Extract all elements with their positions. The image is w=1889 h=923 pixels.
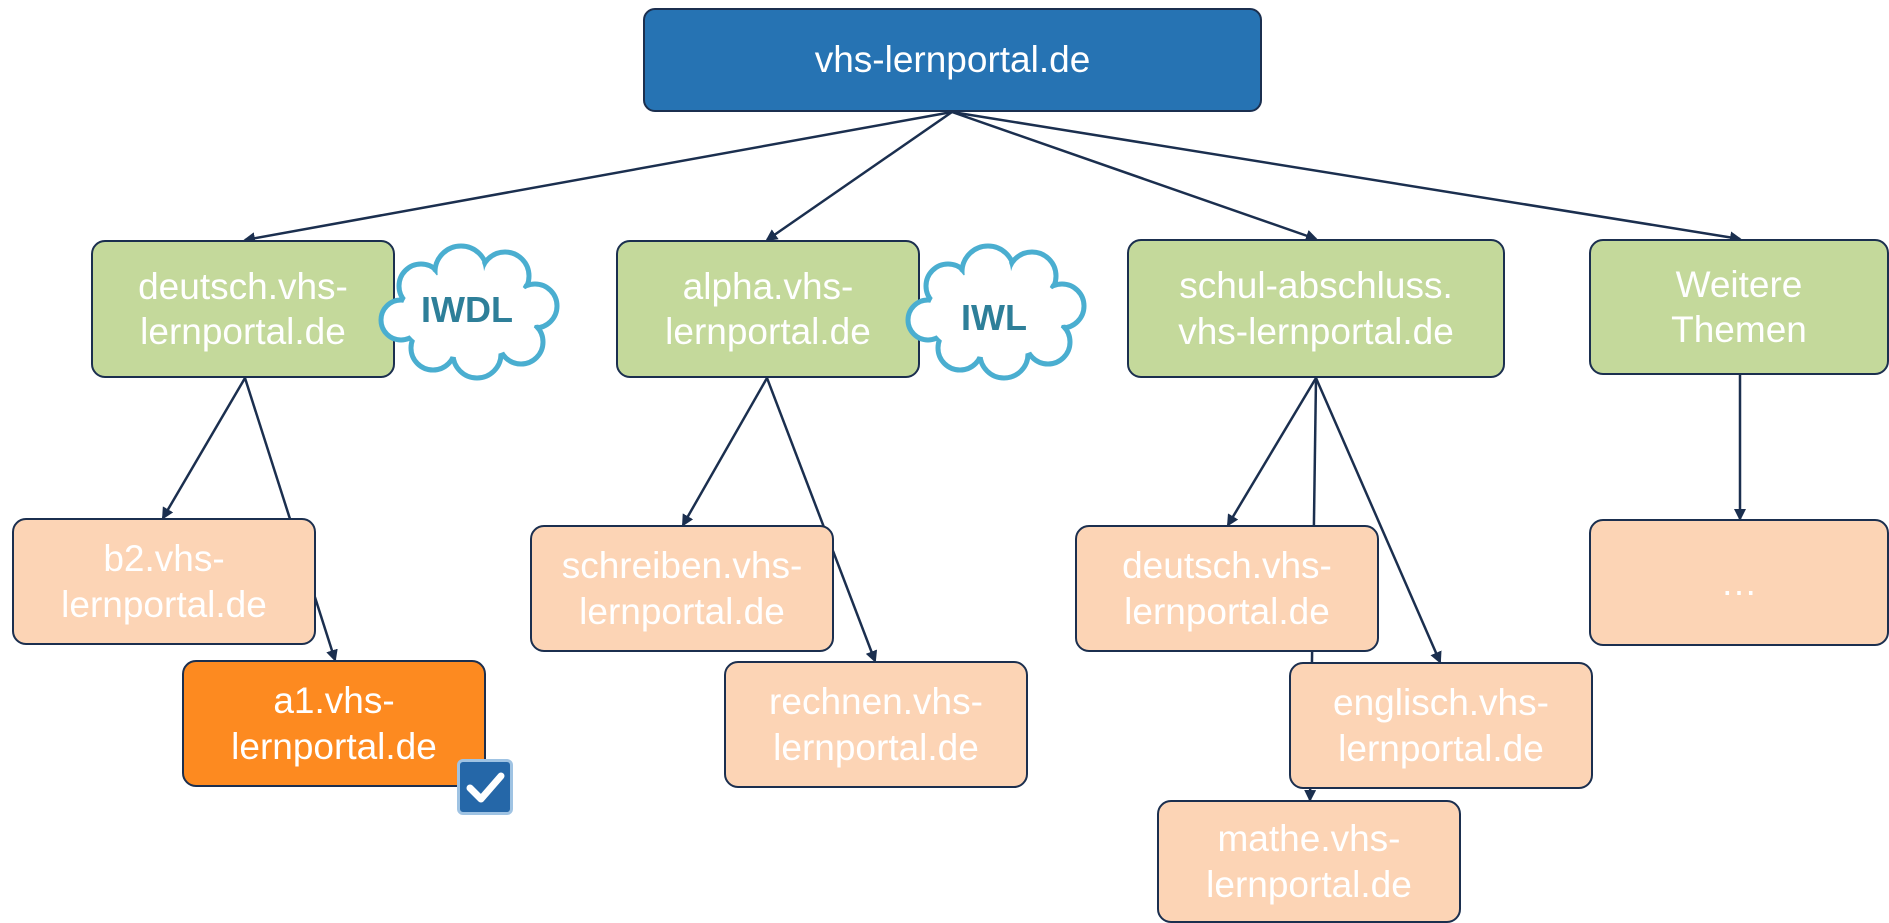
- node-schulabschluss[interactable]: schul-abschluss. vhs-lernportal.de: [1127, 239, 1505, 378]
- edge-root-schulabschluss: [951, 110, 1318, 242]
- node-schul-deutsch[interactable]: deutsch.vhs- lernportal.de: [1075, 525, 1379, 652]
- node-schreiben[interactable]: schreiben.vhs- lernportal.de: [530, 525, 834, 652]
- node-weitere-themen[interactable]: Weitere Themen: [1589, 239, 1889, 375]
- node-alpha[interactable]: alpha.vhs- lernportal.de: [616, 240, 920, 378]
- edge-schul-deutsch: [1226, 377, 1318, 527]
- edge-root-deutsch: [243, 110, 953, 245]
- cloud-icon: [378, 243, 560, 381]
- node-b2[interactable]: b2.vhs- lernportal.de: [12, 518, 316, 645]
- node-mathe[interactable]: mathe.vhs- lernportal.de: [1157, 800, 1461, 923]
- cloud-icon: [905, 243, 1087, 381]
- node-a1[interactable]: a1.vhs- lernportal.de: [182, 660, 486, 787]
- edge-deutsch-b2: [161, 377, 247, 520]
- edge-schul-englisch: [1314, 377, 1442, 664]
- root-node[interactable]: vhs-lernportal.de: [643, 8, 1262, 112]
- cloud-label-iwl: IWL: [961, 297, 1027, 338]
- node-deutsch[interactable]: deutsch.vhs- lernportal.de: [91, 240, 395, 378]
- node-more[interactable]: …: [1589, 519, 1889, 646]
- node-englisch[interactable]: englisch.vhs- lernportal.de: [1289, 662, 1593, 789]
- edge-alpha-rechnen: [765, 377, 878, 663]
- edge-root-weitere: [951, 110, 1742, 244]
- edge-root-alpha: [765, 110, 953, 242]
- node-rechnen[interactable]: rechnen.vhs- lernportal.de: [724, 661, 1028, 788]
- edge-alpha-schreiben: [681, 377, 769, 527]
- checkbox-checked-icon: [457, 759, 513, 815]
- cloud-label-iwdl: IWDL: [421, 289, 513, 330]
- checkmark-icon: [466, 772, 505, 803]
